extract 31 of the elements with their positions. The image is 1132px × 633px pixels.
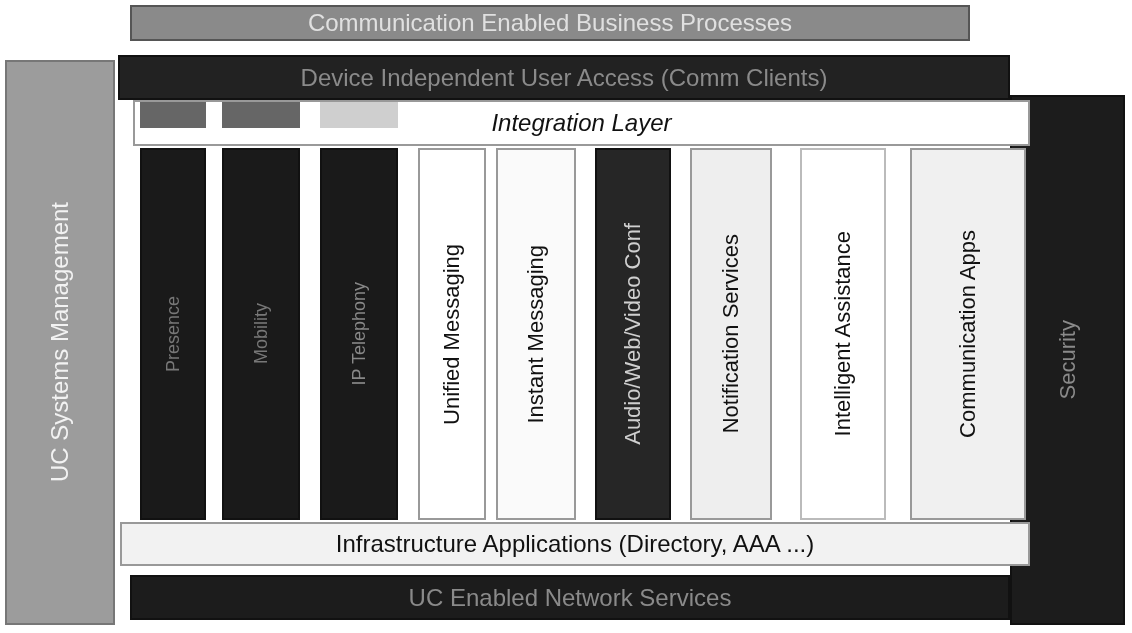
layer-band <box>130 5 970 41</box>
layer-label: Integration Layer <box>491 109 672 137</box>
layer-label: Device Independent User Access (Comm Clients) <box>300 63 828 92</box>
service-column <box>800 148 886 520</box>
service-column <box>910 148 1026 520</box>
service-column <box>320 148 398 520</box>
service-column <box>496 148 576 520</box>
service-column <box>418 148 486 520</box>
layer-band <box>120 522 1030 566</box>
layer-band <box>133 100 1030 146</box>
layer-label: UC Systems Management <box>46 202 74 483</box>
layer-label: Intelligent Assistance <box>830 231 856 437</box>
service-column <box>140 148 206 520</box>
layer-label: Unified Messaging <box>439 243 465 425</box>
service-column <box>595 148 671 520</box>
layer-label: Communication Apps <box>955 230 981 438</box>
layer-label: UC Enabled Network Services <box>408 583 732 612</box>
layer-band <box>130 575 1010 620</box>
layer-label: Security <box>1054 320 1081 400</box>
layer-band <box>118 55 1010 100</box>
layer-label: Mobility <box>250 303 272 365</box>
side-column <box>5 60 115 625</box>
service-column <box>222 148 300 520</box>
layer-label: Notification Services <box>718 234 744 434</box>
layer-label: Audio/Web/Video Conf <box>620 223 646 445</box>
service-column <box>690 148 772 520</box>
layer-label: IP Telephony <box>348 282 370 386</box>
layer-label: Instant Messaging <box>523 244 549 424</box>
layer-label: Communication Enabled Business Processes <box>307 9 793 37</box>
layer-label: Infrastructure Applications (Directory, AAA ...) <box>335 530 815 558</box>
layer-label: Presence <box>162 295 184 372</box>
